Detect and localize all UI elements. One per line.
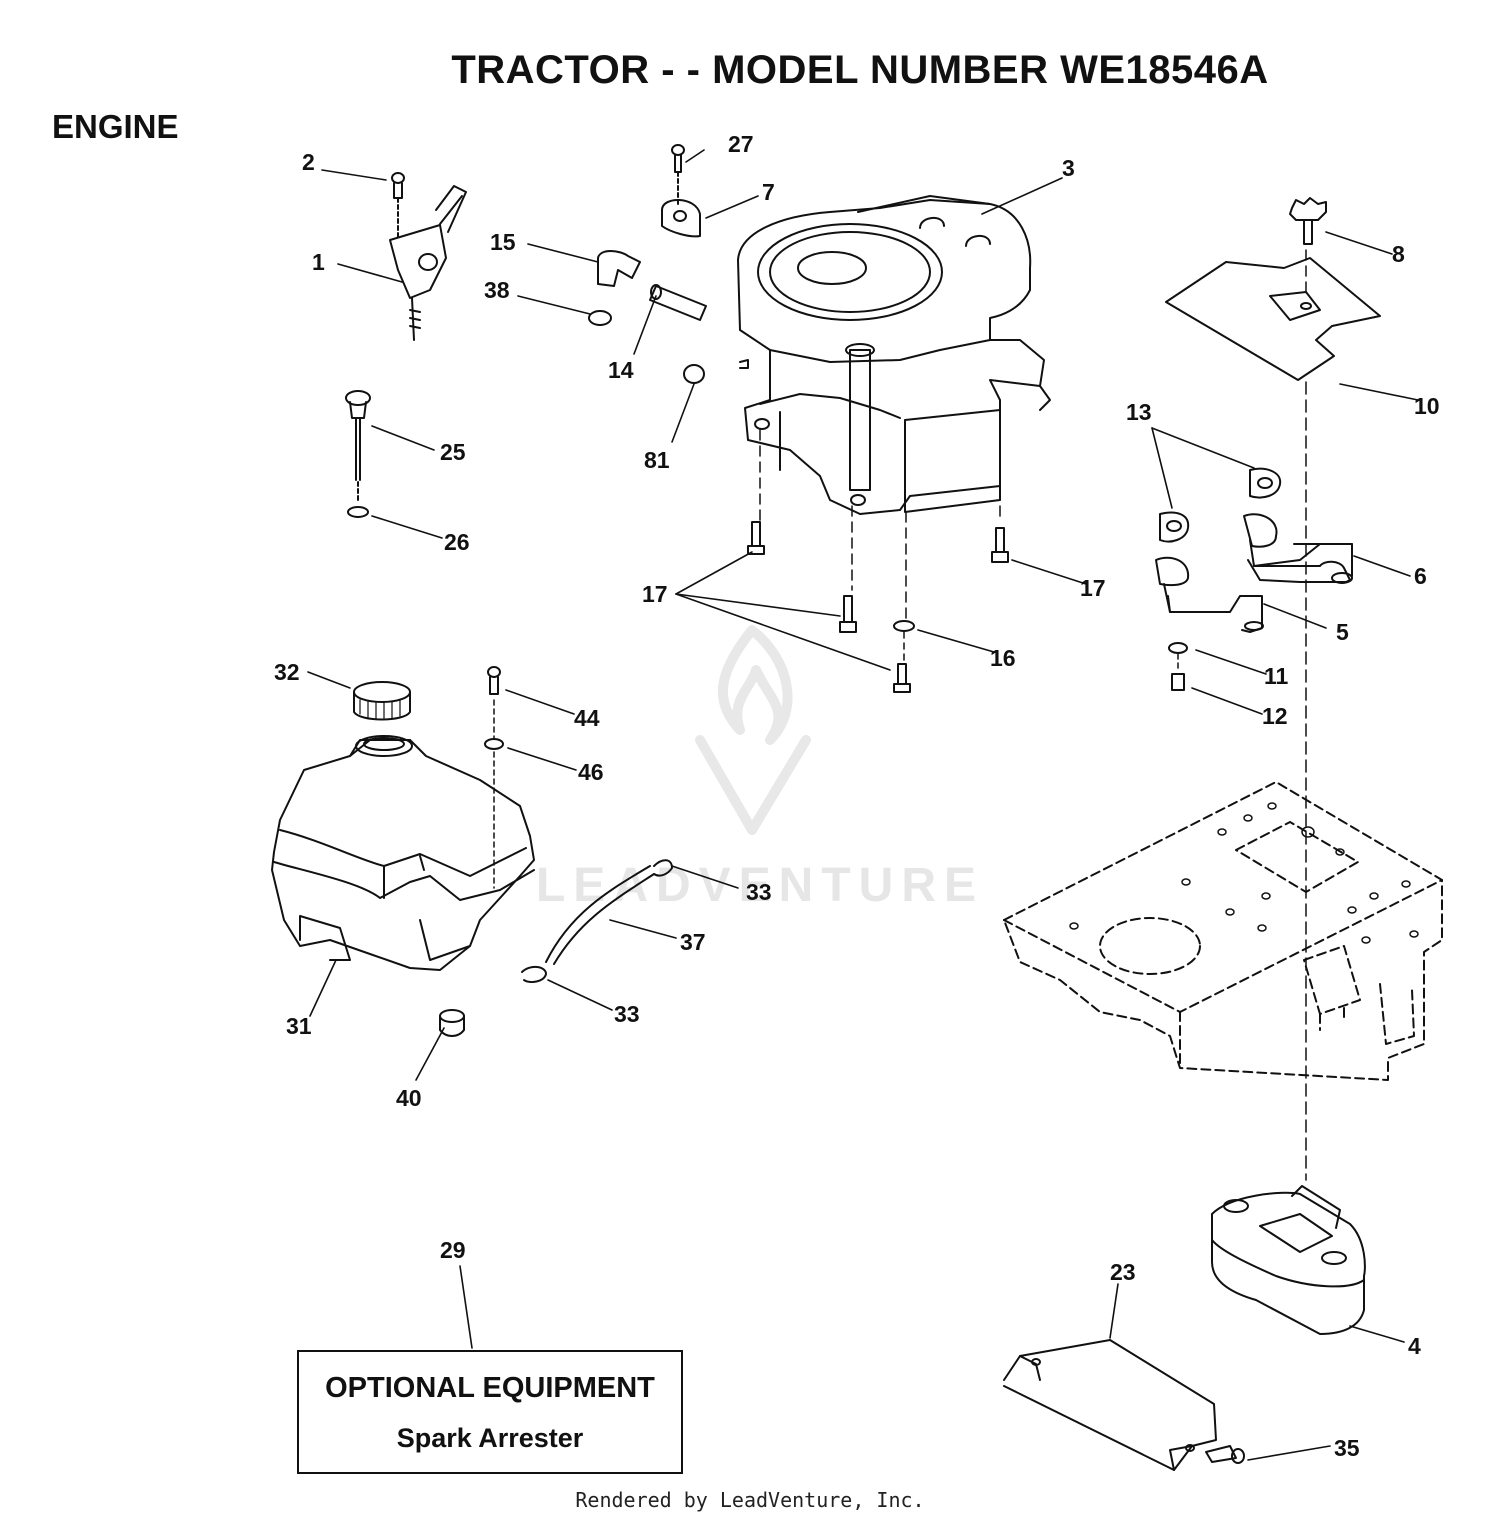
- callout-33a: 33: [746, 879, 772, 905]
- callout-35: 35: [1334, 1435, 1360, 1461]
- callout-8: 8: [1392, 241, 1405, 267]
- callout-16: 16: [990, 645, 1016, 671]
- optional-equipment-item: Spark Arrester: [396, 1423, 584, 1453]
- frame-holes: [1069, 802, 1419, 944]
- callout-27: 27: [728, 131, 754, 157]
- screw-part-35: [1205, 1445, 1245, 1464]
- fuel-line-part: [521, 859, 673, 983]
- fuel-cap-part: [353, 681, 411, 721]
- callout-44: 44: [574, 705, 600, 731]
- exhaust-pipes-part: [1155, 467, 1353, 691]
- engine-part: [737, 195, 1051, 515]
- callout-7: 7: [762, 179, 775, 205]
- fuel-tank-part: [271, 735, 535, 971]
- screw-part-2: [391, 172, 405, 239]
- callout-14: 14: [608, 357, 634, 383]
- callout-40: 40: [396, 1085, 422, 1111]
- callout-38: 38: [484, 277, 510, 303]
- tank-screw-part: [484, 666, 504, 889]
- callout-17a: 17: [642, 581, 668, 607]
- callout-26: 26: [444, 529, 470, 555]
- callout-1: 1: [312, 249, 325, 275]
- shield-part: [1165, 197, 1381, 1181]
- callout-12: 12: [1262, 703, 1288, 729]
- muffler-part: [1211, 1185, 1366, 1335]
- leader-lines: [307, 149, 1419, 1461]
- page-title: TRACTOR - - MODEL NUMBER WE18546A: [451, 48, 1269, 92]
- callout-11: 11: [1264, 663, 1289, 689]
- callout-29: 29: [440, 1237, 466, 1263]
- tractor-frame: [1003, 781, 1443, 1081]
- callout-33b: 33: [614, 1001, 640, 1027]
- callout-32: 32: [274, 659, 300, 685]
- callout-3: 3: [1062, 155, 1075, 181]
- callout-46: 46: [578, 759, 604, 785]
- callout-4: 4: [1408, 1333, 1421, 1359]
- callout-5: 5: [1336, 619, 1349, 645]
- spacer-part-40: [439, 1009, 465, 1037]
- section-title: ENGINE: [52, 108, 179, 145]
- clamp-part: [661, 144, 701, 238]
- callout-37: 37: [680, 929, 706, 955]
- throttle-control-part: [389, 185, 467, 341]
- footer-credit: Rendered by LeadVenture, Inc.: [575, 1488, 925, 1512]
- callout-31: 31: [286, 1013, 312, 1039]
- callout-6: 6: [1414, 563, 1427, 589]
- heat-shield-part: [1003, 1339, 1217, 1471]
- callout-10: 10: [1414, 393, 1440, 419]
- engine-mount-lines: [759, 429, 1001, 621]
- callout-23: 23: [1110, 1259, 1136, 1285]
- optional-equipment-heading: OPTIONAL EQUIPMENT: [325, 1372, 655, 1404]
- callout-17b: 17: [1080, 575, 1106, 601]
- callout-2: 2: [302, 149, 315, 175]
- callout-15: 15: [490, 229, 516, 255]
- callout-25: 25: [440, 439, 466, 465]
- optional-equipment-box: OPTIONAL EQUIPMENT Spark Arrester: [297, 1350, 683, 1474]
- watermark-logo: [695, 625, 811, 835]
- dipstick-part: [345, 390, 371, 518]
- callout-13: 13: [1126, 399, 1152, 425]
- engine-bolts-part: [747, 521, 1009, 693]
- callout-81: 81: [644, 447, 670, 473]
- fuel-fittings-part: [588, 250, 749, 384]
- callout-labels: 1 2 3 4 5 6 7 8 10 11 12 13 14 15 16 17 …: [274, 131, 1440, 1461]
